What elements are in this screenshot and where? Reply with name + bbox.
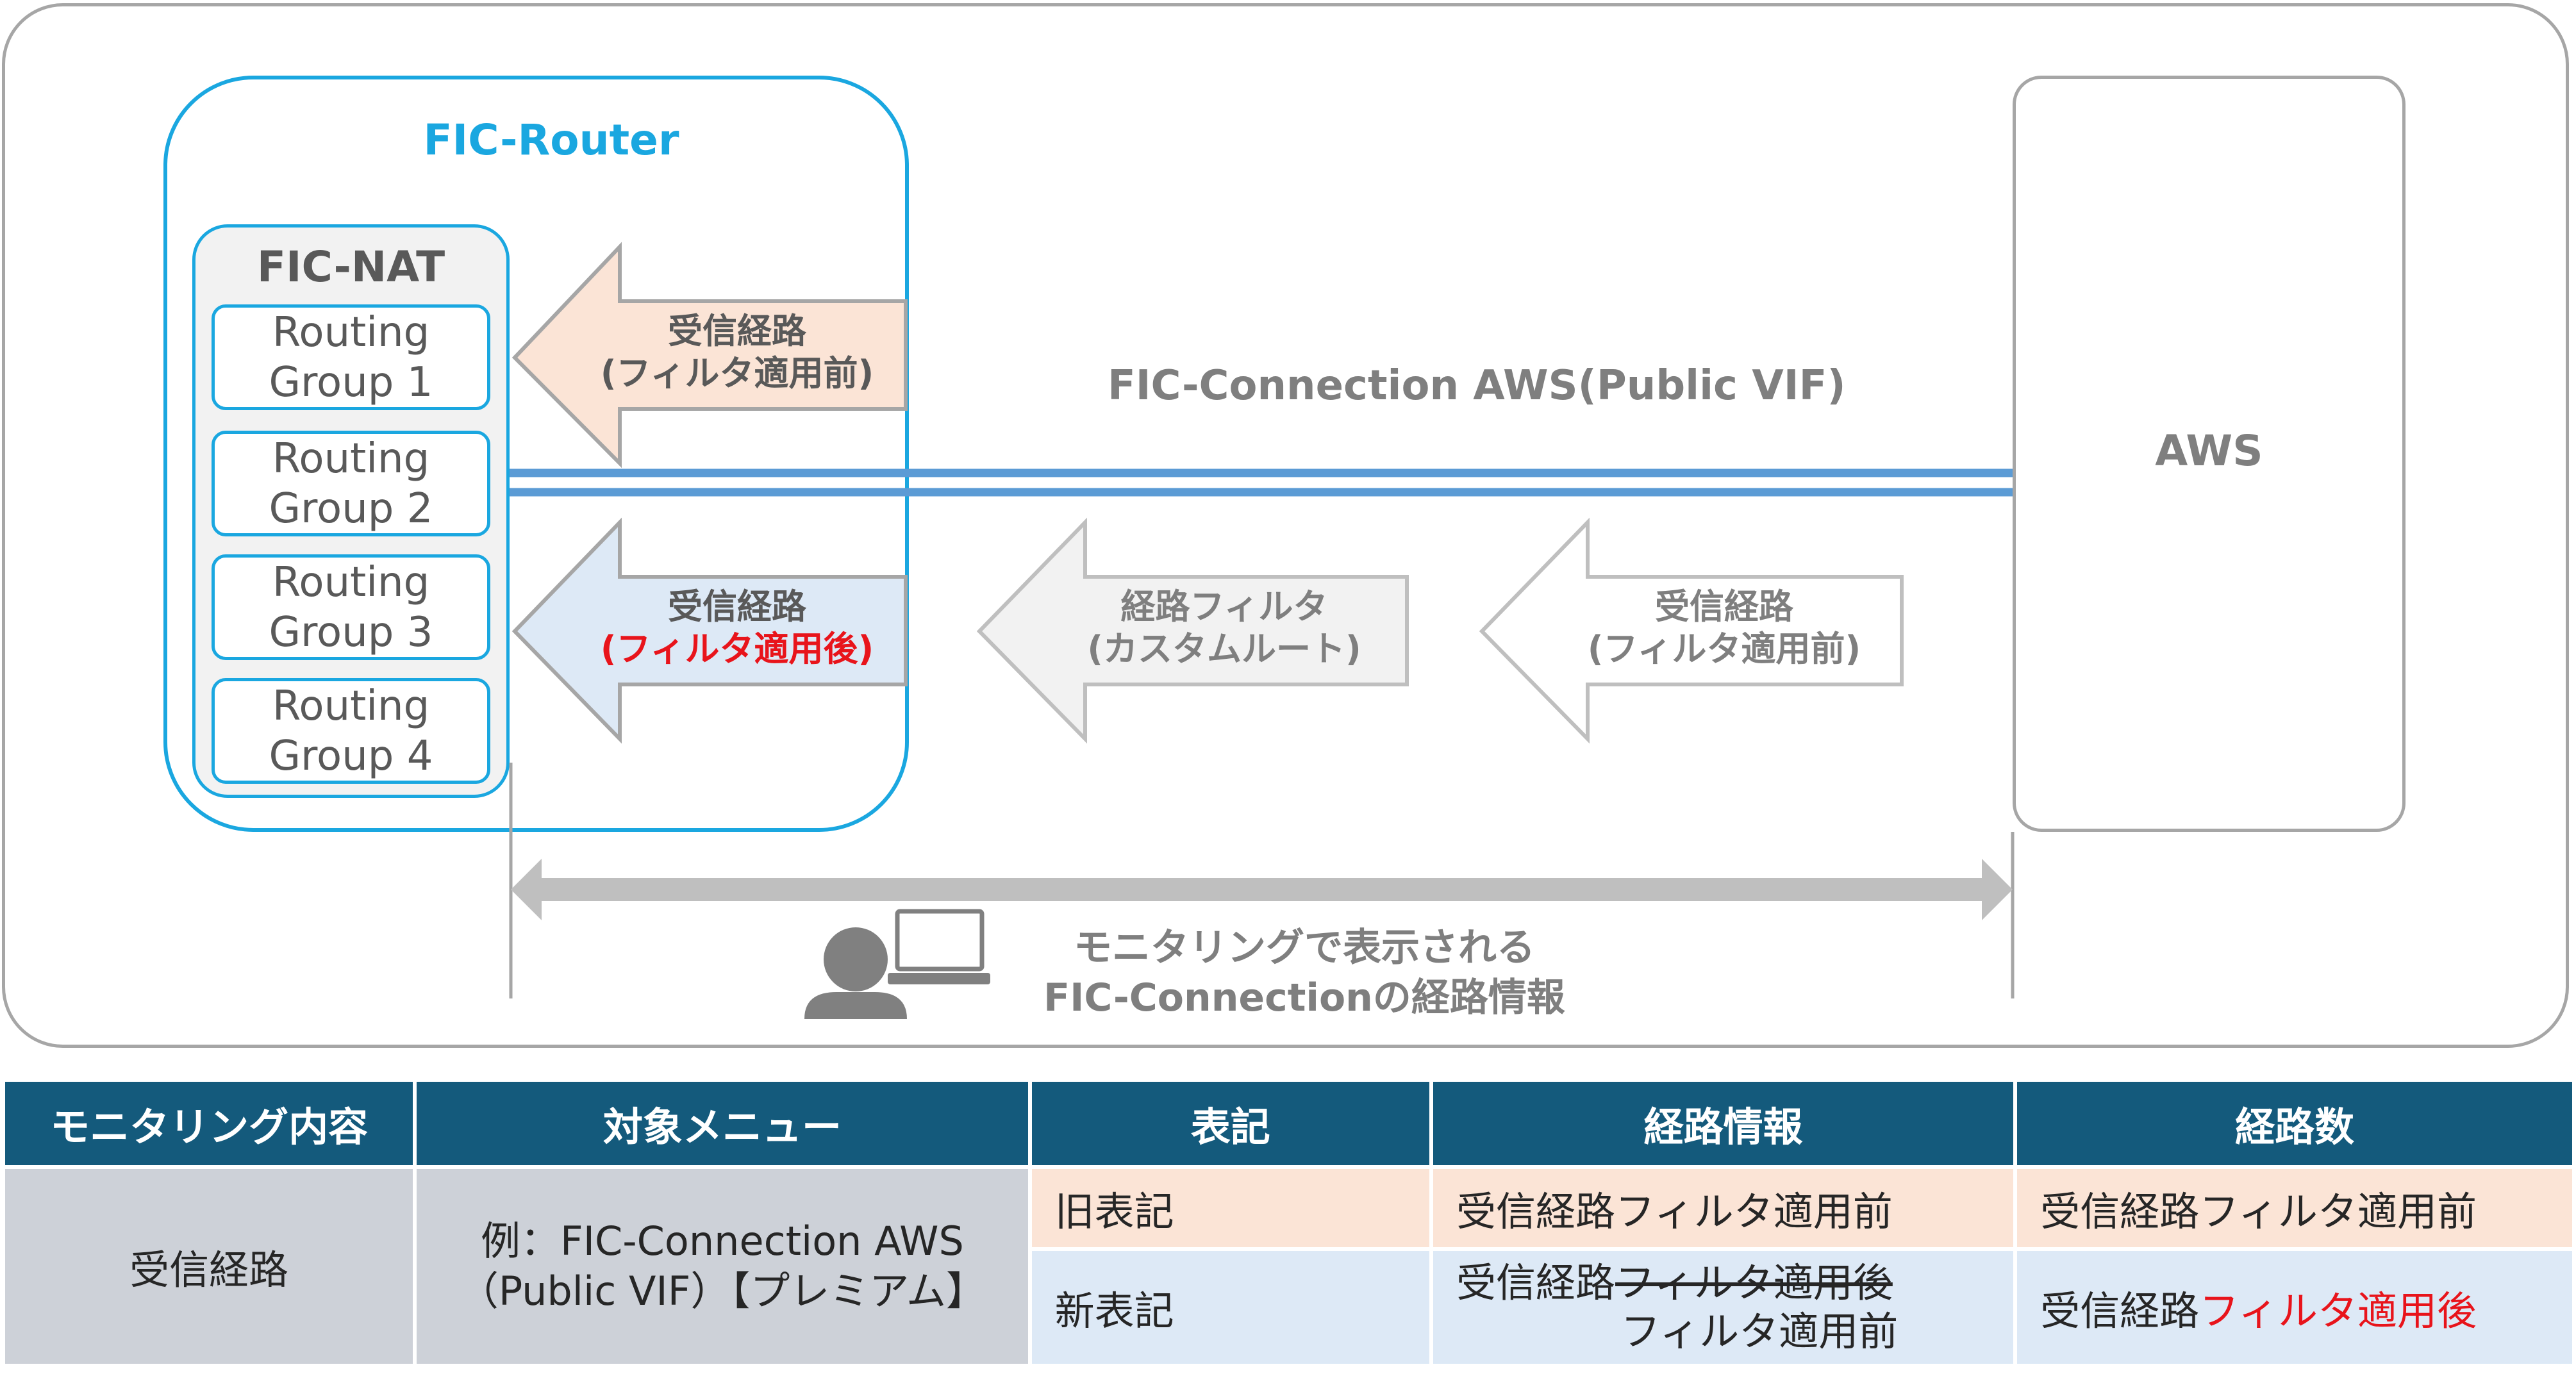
cell-new-count: 受信経路フィルタ適用後: [2017, 1251, 2572, 1364]
arrow-label-line2-red: (フィルタ適用後): [600, 629, 874, 669]
arrow-received-before: [511, 242, 908, 468]
table-row-new: 新表記 受信経路フィルタ適用後 フィルタ適用前 受信経路フィルタ適用後: [5, 1251, 2572, 1364]
header-target-menu: 対象メニュー: [417, 1082, 1028, 1165]
routing-group-line2: Group 1: [269, 358, 433, 406]
arrow-label-line2: (カスタムルート): [1087, 629, 1361, 669]
new-count-red: フィルタ適用後: [2199, 1288, 2477, 1334]
routing-group-line1: Routing: [272, 308, 430, 356]
arrow-label-line1: 受信経路: [1655, 586, 1793, 627]
routing-group-line1: Routing: [272, 435, 430, 483]
routing-group-line2: Group 2: [269, 484, 433, 533]
menu-line2: （Public VIF）【プレミアム】: [458, 1268, 986, 1314]
diagram-frame: [2, 3, 2569, 1048]
arrow-label-line2: (フィルタ適用前): [1587, 629, 1861, 669]
arrow-received-after: [511, 517, 908, 744]
cell-target-menu: 例：FIC-Connection AWS （Public VIF）【プレミアム】: [417, 1169, 1028, 1364]
laptop-icon: [888, 909, 990, 984]
arrow-route-filter: [976, 517, 1409, 744]
table-header-row: モニタリング内容 対象メニュー 表記 経路情報 経路数: [5, 1082, 2572, 1165]
monitoring-caption: モニタリングで表示される FIC-Connectionの経路情報: [1000, 923, 1609, 1023]
routing-group-4: Routing Group 4: [212, 678, 490, 784]
routing-group-line1: Routing: [272, 558, 430, 606]
fic-router-label: FIC-Router: [423, 115, 679, 165]
diagram-shapes: [509, 242, 2015, 1019]
fic-router-box: [163, 76, 909, 832]
arrow-received-before-label: 受信経路 (フィルタ適用前): [577, 310, 897, 395]
arrow-route-filter-label: 経路フィルタ (カスタムルート): [1051, 586, 1397, 670]
new-info-line1: 受信経路フィルタ適用後: [1456, 1259, 2013, 1307]
new-info-line2: フィルタ適用前: [1620, 1308, 1899, 1355]
routing-group-line2: Group 4: [269, 732, 433, 780]
routing-group-3: Routing Group 3: [212, 554, 490, 660]
new-info-struck: フィルタ適用後: [1615, 1259, 1893, 1306]
monitoring-caption-line1: モニタリングで表示される: [1074, 925, 1535, 970]
cell-new-label: 新表記: [1031, 1251, 1430, 1364]
arrow-label-line1: 経路フィルタ: [1120, 586, 1328, 627]
routing-group-line1: Routing: [272, 682, 430, 730]
arrow-label-line1: 受信経路: [668, 311, 806, 351]
cell-old-info: 受信経路フィルタ適用前: [1433, 1169, 2014, 1247]
header-notation: 表記: [1031, 1082, 1430, 1165]
cell-monitoring-content: 受信経路: [5, 1169, 413, 1364]
fic-nat-label: FIC-NAT: [256, 242, 445, 292]
routing-group-line2: Group 3: [269, 608, 433, 656]
routing-group-2: Routing Group 2: [212, 431, 490, 536]
cell-new-info: 受信経路フィルタ適用後 フィルタ適用前: [1433, 1251, 2014, 1364]
aws-label: AWS: [2155, 426, 2263, 476]
cell-old-label: 旧表記: [1031, 1169, 1430, 1247]
route-info-table: モニタリング内容 対象メニュー 表記 経路情報 経路数 受信経路 例：FIC-C…: [1, 1078, 2576, 1368]
menu-line1: 例：FIC-Connection AWS: [481, 1218, 964, 1264]
monitoring-caption-line2: FIC-Connectionの経路情報: [1043, 975, 1565, 1020]
new-count-prefix: 受信経路: [2040, 1288, 2200, 1334]
arrow-label-line1: 受信経路: [668, 586, 806, 627]
connection-label: FIC-Connection AWS(Public VIF): [1108, 362, 1846, 410]
routing-group-1: Routing Group 1: [212, 304, 490, 410]
cell-old-count: 受信経路フィルタ適用前: [2017, 1169, 2572, 1247]
header-monitoring-content: モニタリング内容: [5, 1082, 413, 1165]
new-info-prefix: 受信経路: [1456, 1259, 1616, 1306]
arrow-label-line2: (フィルタ適用前): [600, 353, 874, 393]
arrow-received-after-label: 受信経路 (フィルタ適用後): [577, 586, 897, 670]
header-route-info: 経路情報: [1433, 1082, 2014, 1165]
table-row-old: 受信経路 例：FIC-Connection AWS （Public VIF）【プ…: [5, 1169, 2572, 1364]
arrow-aws-received: [1479, 517, 1904, 744]
header-route-count: 経路数: [2017, 1082, 2572, 1165]
aws-box: [2013, 76, 2406, 832]
arrow-aws-received-label: 受信経路 (フィルタ適用前): [1558, 586, 1891, 670]
user-icon: [804, 927, 907, 1019]
range-double-arrow: [511, 859, 2013, 920]
